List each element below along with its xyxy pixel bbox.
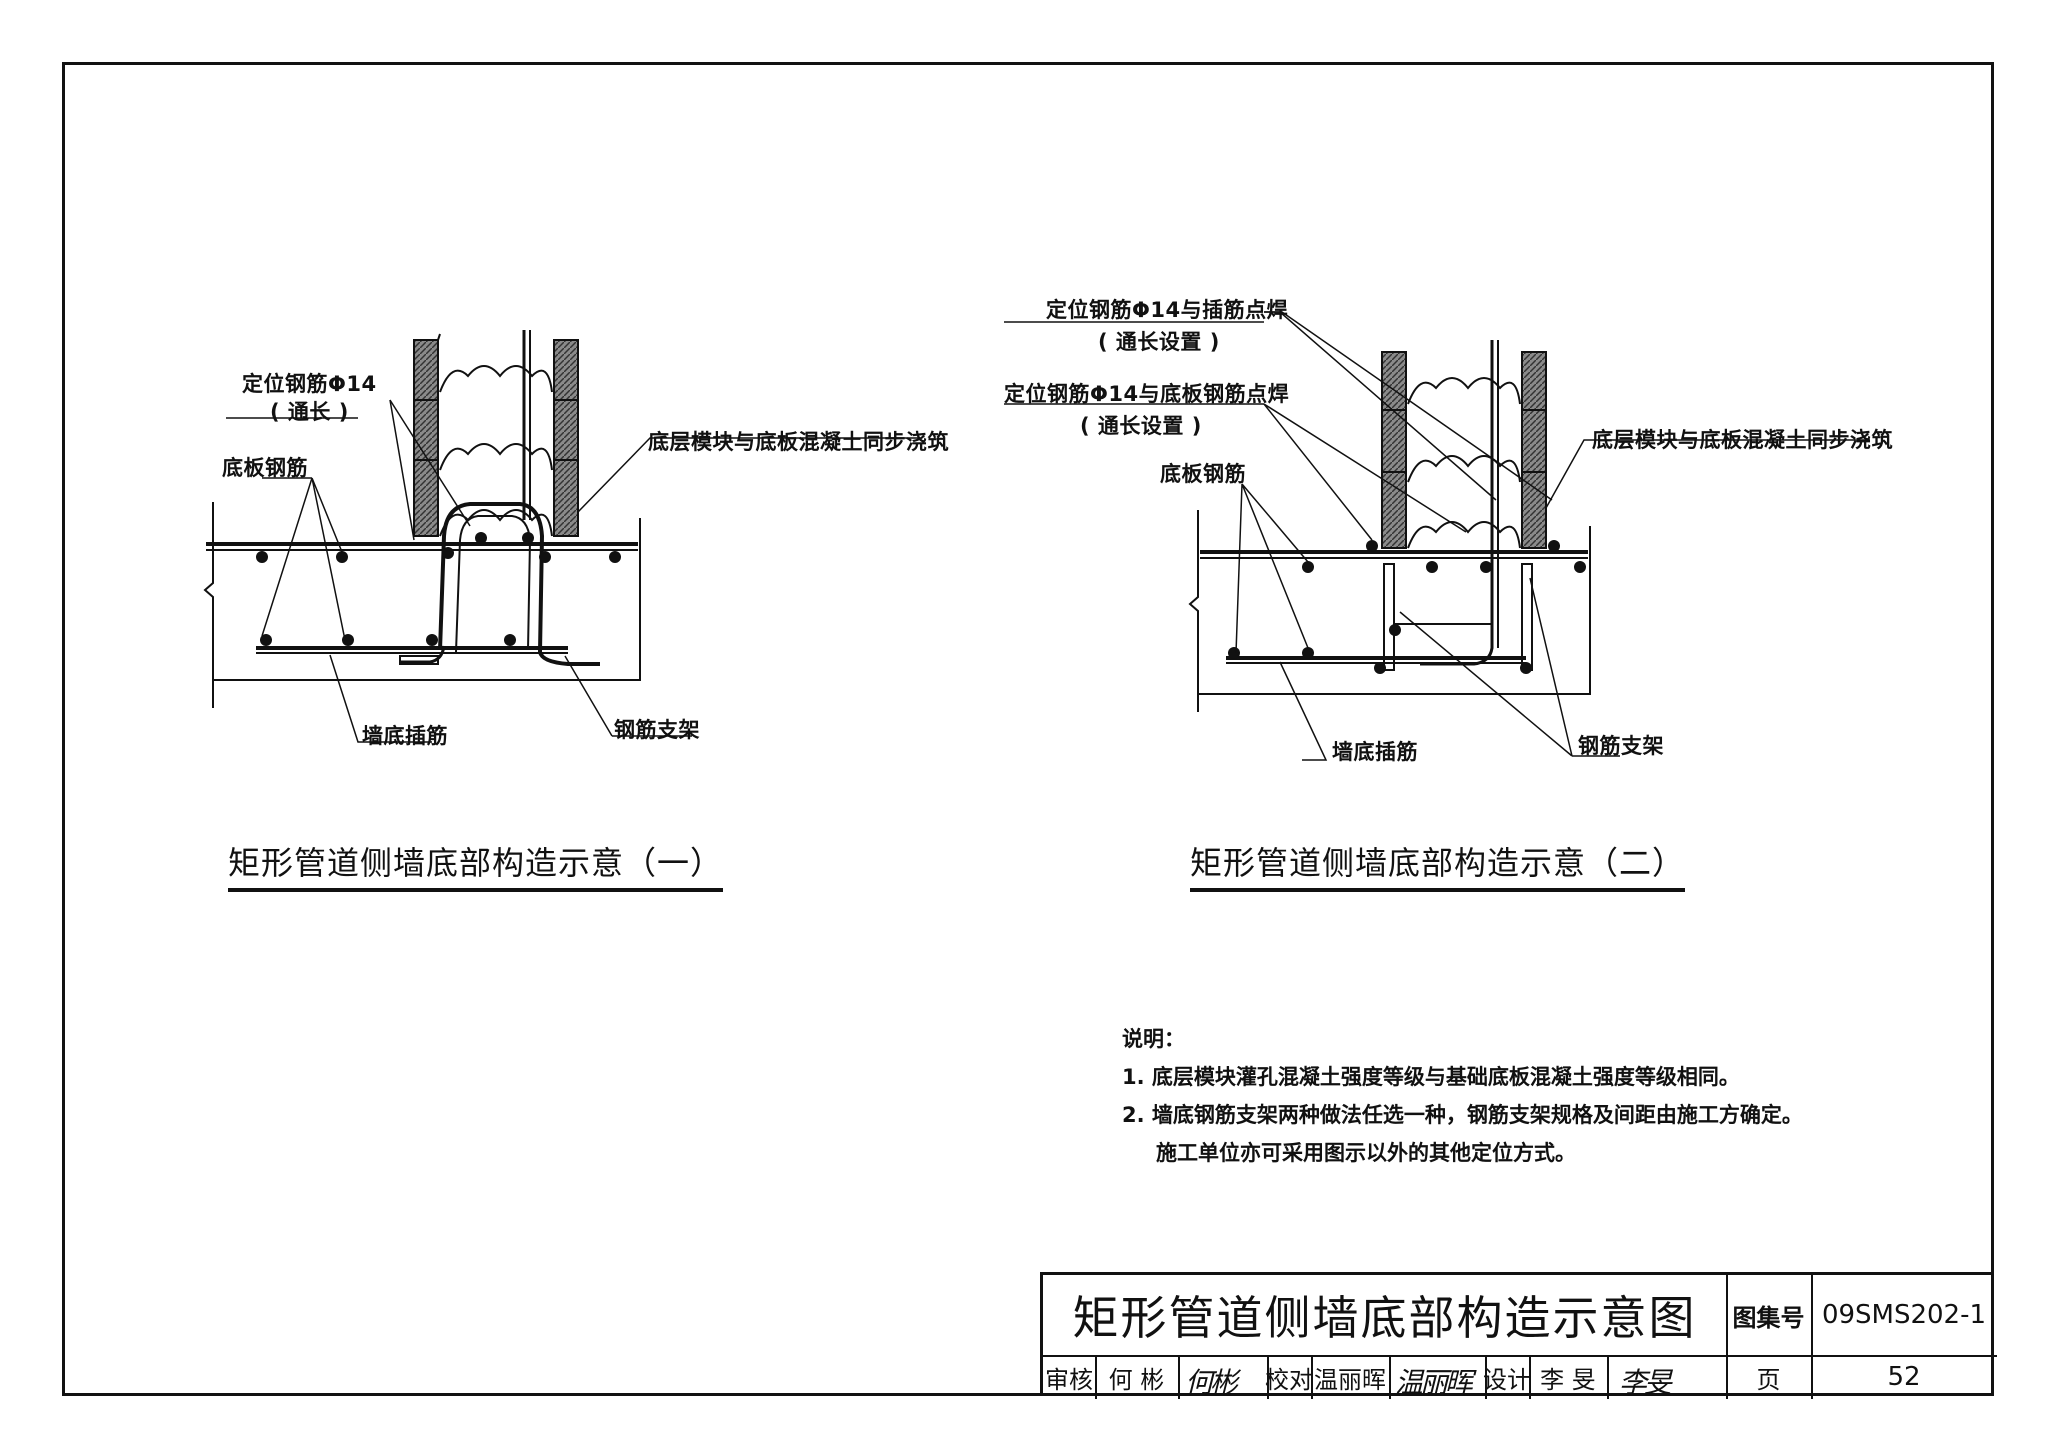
wall-shell-left-2 <box>1381 351 1407 549</box>
wall-shell-right-2 <box>1521 351 1547 549</box>
designer-name: 李 旻 <box>1540 1365 1596 1394</box>
drawing-title: 矩形管道侧墙底部构造示意图 <box>1072 1291 1697 1345</box>
slab-edge-right-2 <box>1198 526 1591 695</box>
label-positioning-weld-dowel-note: ( 通长设置 ) <box>1098 330 1220 354</box>
check-label: 校对 <box>1265 1365 1313 1394</box>
note-item-2: 2. 墙底钢筋支架两种做法任选一种，钢筋支架规格及间距由施工方确定。 <box>1122 1103 1803 1127</box>
page-number: 52 <box>1887 1362 1921 1392</box>
rebar-support-2a <box>1383 563 1395 671</box>
label-wall-dowel-2: 墙底插筋 <box>1332 740 1418 764</box>
rebar-dots-1 <box>256 532 621 646</box>
label-positioning-weld-dowel: 定位钢筋Φ14与插筋点焊 <box>1046 298 1289 322</box>
atlas-number: 09SMS202-1 <box>1821 1300 1987 1330</box>
wall-dowel-2 <box>1420 340 1494 666</box>
wall-shell-left-1 <box>413 339 439 537</box>
design-label: 设计 <box>1483 1365 1531 1394</box>
label-positioning-weld-slab: 定位钢筋Φ14与底板钢筋点焊 <box>1004 382 1290 406</box>
reviewer-name: 何 彬 <box>1108 1365 1165 1394</box>
label-rebar-support-1: 钢筋支架 <box>614 718 700 742</box>
label-bottom-block-2: 底层模块与底板混凝土同步浇筑 <box>1592 428 1893 452</box>
label-positioning-bar-note-1: ( 通长 ) <box>270 400 349 424</box>
rebar-dots-2 <box>1228 540 1586 674</box>
slab-outline-2 <box>1188 510 1199 712</box>
label-slab-rebar-1: 底板钢筋 <box>222 456 308 480</box>
figure-1-detail <box>203 330 920 743</box>
page-label: 页 <box>1756 1365 1781 1394</box>
reviewer-signature: 何彬 <box>1185 1366 1238 1399</box>
label-positioning-bar-1: 定位钢筋Φ14 <box>242 372 377 396</box>
label-wall-dowel-1: 墙底插筋 <box>362 724 448 748</box>
notes-heading: 说明： <box>1122 1027 1185 1051</box>
slab-edge-right-1 <box>213 518 641 681</box>
figure-2-detail <box>1004 311 1870 761</box>
label-slab-rebar-2: 底板钢筋 <box>1160 462 1246 486</box>
caption-figure-1: 矩形管道侧墙底部构造示意（一） <box>228 838 724 892</box>
drawing-frame <box>62 62 1994 1396</box>
label-positioning-weld-slab-note: ( 通长设置 ) <box>1080 414 1202 438</box>
slab-outline-1 <box>203 502 214 708</box>
label-bottom-block-1: 底层模块与底板混凝土同步浇筑 <box>648 430 949 454</box>
checker-signature: 温丽晖 <box>1395 1366 1473 1399</box>
designer-signature: 李旻 <box>1619 1366 1672 1399</box>
review-label: 审核 <box>1045 1365 1093 1394</box>
note-item-1: 1. 底层模块灌孔混凝土强度等级与基础底板混凝土强度等级相同。 <box>1122 1065 1740 1089</box>
wall-shell-right-1 <box>553 339 579 537</box>
rebar-support-1 <box>438 502 600 666</box>
caption-figure-2: 矩形管道侧墙底部构造示意（二） <box>1190 838 1686 892</box>
title-block: 矩形管道侧墙底部构造示意图 图集号 09SMS202-1 审核 何 彬 何彬 校… <box>1040 1272 1997 1399</box>
checker-name: 温丽晖 <box>1314 1365 1386 1394</box>
atlas-label: 图集号 <box>1732 1303 1805 1332</box>
label-rebar-support-2: 钢筋支架 <box>1578 734 1664 758</box>
note-item-2-cont: 施工单位亦可采用图示以外的其他定位方式。 <box>1156 1141 1576 1165</box>
notes: 说明： 1. 底层模块灌孔混凝土强度等级与基础底板混凝土强度等级相同。 2. 墙… <box>1122 1020 1803 1172</box>
